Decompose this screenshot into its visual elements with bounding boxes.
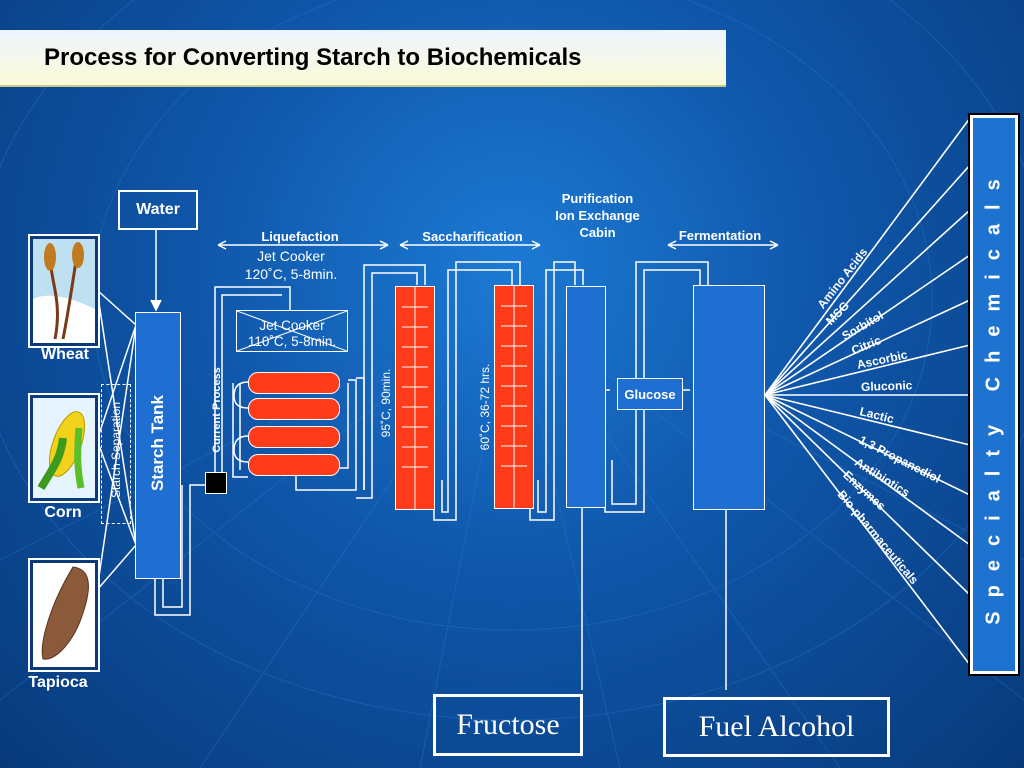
stage-fermentation: Fermentation — [678, 228, 762, 243]
jet-cooker-2-cross — [237, 311, 347, 351]
corn-image — [28, 393, 100, 503]
holding-coil-1 — [248, 372, 340, 394]
coil-bends — [233, 381, 249, 463]
jet-cooker-2-box: Jet Cooker 110˚C, 5-8min. — [236, 310, 348, 352]
jet-cooker-2-name: Jet Cooker — [259, 318, 325, 333]
saccharification-conditions: 60˚C, 36-72 hrs. — [478, 363, 492, 451]
jet-cooker-2-conditions: 110˚C, 5-8min. — [247, 334, 337, 349]
fuel-alcohol-box: Fuel Alcohol — [663, 697, 890, 757]
title-banner: Process for Converting Starch to Biochem… — [0, 30, 726, 87]
saccharification-reactor-baffles — [501, 286, 527, 508]
source-label-corn: Corn — [44, 504, 82, 521]
page-title: Process for Converting Starch to Biochem… — [44, 44, 582, 71]
holding-coil-4 — [248, 454, 340, 476]
stage-purification: Purification Ion Exchange Cabin — [555, 191, 640, 240]
starch-tank: Starch Tank — [135, 312, 181, 579]
saccharification-reactor — [494, 285, 534, 509]
water-box: Water — [118, 190, 198, 230]
starch-separation-box: Starch Separation — [101, 384, 131, 524]
stage-saccharification: Saccharification — [422, 229, 523, 244]
jet-cooker-1-conditions: 120˚C, 5-8min. — [244, 266, 338, 282]
fructose-box: Fructose — [433, 694, 583, 756]
source-label-tapioca: Tapioca — [28, 674, 88, 691]
wheat-image — [28, 234, 100, 348]
specialty-chemicals-label: Specialty Chemicals — [982, 164, 1005, 625]
tapioca-image — [28, 558, 100, 672]
product-gluconic: Gluconic — [860, 378, 913, 394]
fermentation-tank — [693, 285, 765, 510]
specialty-chemicals-box: Specialty Chemicals — [968, 113, 1020, 676]
jet-cooker-1-name: Jet Cooker — [257, 248, 325, 264]
stage-liquefaction: Liquefaction — [261, 229, 339, 244]
glucose-box: Glucose — [617, 378, 683, 410]
starch-tank-label: Starch Tank — [148, 394, 167, 492]
liquefaction-reactor-baffles — [402, 287, 428, 509]
purification-column — [566, 286, 606, 508]
pump-box — [205, 472, 227, 494]
corn-icon — [33, 398, 95, 498]
starch-separation-label: Starch Separation — [109, 401, 123, 499]
tapioca-icon — [33, 563, 95, 667]
holding-coil-2 — [248, 398, 340, 420]
liquefaction-reactor — [395, 286, 435, 510]
holding-coil-3 — [248, 426, 340, 448]
liquefaction-conditions: 95˚C, 90min. — [379, 368, 393, 438]
current-process-label: Current Process — [211, 367, 223, 453]
source-label-wheat: Wheat — [41, 346, 89, 363]
wheat-icon — [33, 239, 95, 343]
